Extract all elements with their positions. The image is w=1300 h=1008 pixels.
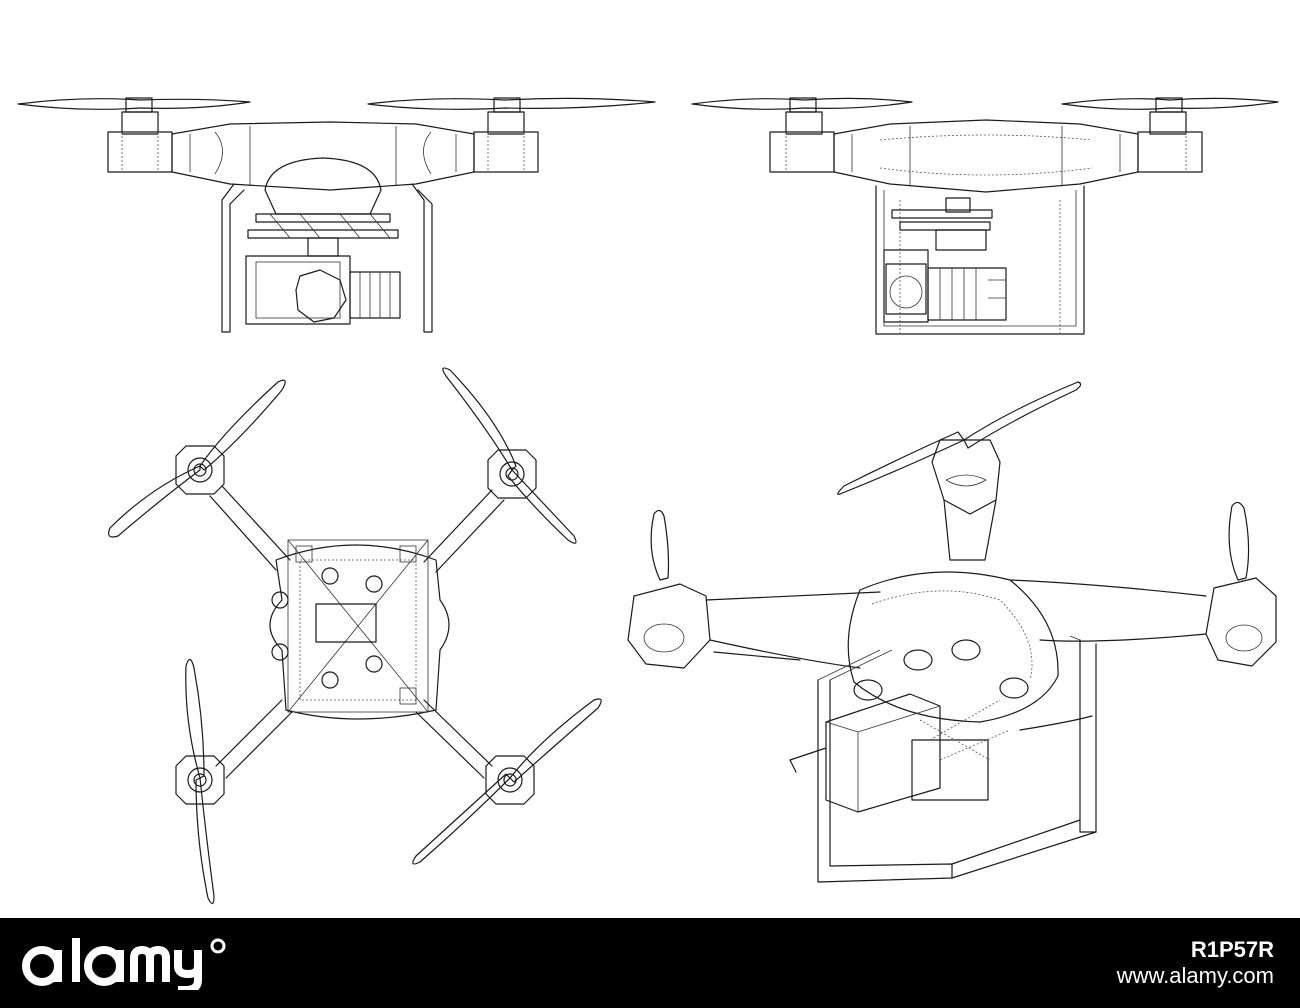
alamy-logo bbox=[20, 936, 230, 990]
propeller-blade bbox=[185, 658, 205, 779]
propeller-blade bbox=[1228, 501, 1250, 581]
drone-perspective-view bbox=[627, 381, 1277, 883]
image-reference: R1P57R www.alamy.com bbox=[1117, 918, 1274, 1008]
propeller-right bbox=[367, 97, 656, 110]
drone-back-view bbox=[691, 97, 1279, 335]
propeller-blade bbox=[108, 465, 201, 538]
watermark-footer: R1P57R www.alamy.com bbox=[0, 918, 1300, 1008]
propeller-blade bbox=[442, 367, 517, 471]
drone-top-view bbox=[108, 367, 602, 905]
propeller-right bbox=[1061, 97, 1279, 110]
propeller-blade bbox=[507, 469, 577, 544]
propeller-blade bbox=[199, 379, 286, 471]
image-id-text: R1P57R bbox=[1190, 937, 1274, 962]
propeller-left bbox=[691, 97, 913, 110]
propeller-blade bbox=[509, 698, 602, 783]
site-url-text: www.alamy.com bbox=[1116, 963, 1274, 988]
wireframe-drawing bbox=[17, 97, 1279, 905]
propeller-blade bbox=[195, 777, 215, 905]
propeller-blade bbox=[837, 431, 965, 495]
propeller-blade bbox=[412, 773, 511, 865]
propeller-blade bbox=[650, 509, 670, 581]
propeller-blade bbox=[963, 381, 1082, 449]
drone-front-view bbox=[17, 97, 656, 333]
propeller-left bbox=[17, 98, 251, 110]
